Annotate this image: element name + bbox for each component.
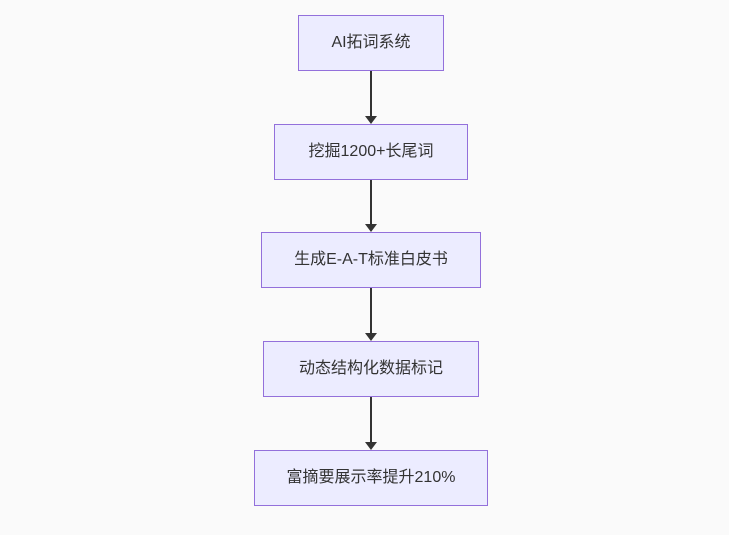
edge-line-2 [370,180,372,224]
flow-node-label: 动态结构化数据标记 [298,360,443,378]
edge-line-1 [370,71,372,116]
edge-line-4 [370,397,372,442]
arrowhead-icon [365,333,377,341]
flow-node-generate-eat-whitepaper: 生成E-A-T标准白皮书 [261,232,481,288]
flow-node-mine-longtail-keywords: 挖掘1200+长尾词 [274,124,468,180]
flow-node-ai-word-expansion-system: AI拓词系统 [298,15,444,71]
flow-node-label: 富摘要展示率提升210% [286,469,456,487]
flow-node-label: 生成E-A-T标准白皮书 [294,251,448,269]
flow-node-label: AI拓词系统 [331,34,411,52]
flow-node-label: 挖掘1200+长尾词 [308,143,434,161]
flow-node-dynamic-structured-data-markup: 动态结构化数据标记 [263,341,479,397]
arrowhead-icon [365,224,377,232]
flow-node-rich-snippet-rate-increase: 富摘要展示率提升210% [254,450,488,506]
edge-line-3 [370,288,372,333]
arrowhead-icon [365,116,377,124]
arrowhead-icon [365,442,377,450]
